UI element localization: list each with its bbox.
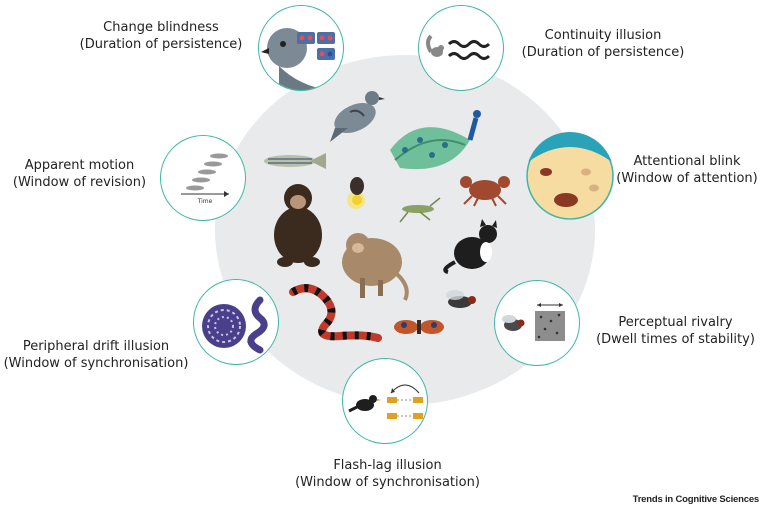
change-blindness-circle: [258, 5, 344, 91]
illusion-measure: (Window of synchronisation): [3, 356, 189, 371]
perceptual-rivalry-circle: [494, 280, 580, 366]
squirrel-icon: [426, 34, 444, 57]
bird-icon: [348, 395, 381, 413]
flash-lag-circle: [342, 358, 428, 444]
pigeon-icon: [330, 91, 385, 142]
journal-credit: Trends in Cognitive Sciences: [632, 494, 760, 505]
illusion-measure: (Window of attention): [616, 171, 758, 186]
apparent-motion-circle: Time: [160, 135, 246, 221]
illusion-measure: (Dwell times of stability): [596, 332, 755, 347]
illusion-name: Change blindness: [103, 20, 219, 35]
macaque-icon: [342, 233, 409, 301]
fly-icon: [446, 290, 476, 308]
continuity-illusion-circle: [418, 5, 504, 91]
peripheral-drift-circle: [193, 279, 279, 365]
crab-icon: [460, 176, 510, 207]
illusion-measure: (Window of revision): [12, 175, 147, 190]
butterfly-icon: [394, 320, 444, 334]
snake-coil-icon: [247, 296, 268, 354]
colored-dot-panels-icon: [297, 32, 335, 60]
illusion-name: Perceptual rivalry: [618, 315, 733, 330]
apparent-motion-label: Apparent motion (Window of revision): [2, 157, 157, 191]
zebrafish-icon: [264, 153, 326, 169]
change-blindness-label: Change blindness (Duration of persistenc…: [66, 19, 256, 53]
illusion-name: Continuity illusion: [544, 28, 662, 43]
double-arrow-icon: [537, 303, 563, 307]
attentional-blink-label: Attentional blink (Window of attention): [612, 153, 762, 187]
illusion-name: Flash-lag illusion: [333, 458, 442, 473]
peripheral-drift-label: Peripheral drift illusion (Window of syn…: [0, 338, 192, 372]
noise-patch-icon: [535, 311, 565, 341]
illusion-measure: (Duration of persistence): [79, 37, 243, 52]
rotating-disc-icon: [202, 304, 246, 348]
illusion-name: Peripheral drift illusion: [22, 339, 170, 354]
illusion-name: Attentional blink: [633, 154, 741, 169]
perceptual-rivalry-label: Perceptual rivalry (Dwell times of stabi…: [588, 314, 763, 348]
attentional-blink-circle: [526, 132, 614, 220]
grasshopper-icon: [399, 197, 441, 223]
continuity-illusion-label: Continuity illusion (Duration of persist…: [508, 27, 698, 61]
chimpanzee-icon: [274, 184, 322, 267]
time-axis-label: Time: [197, 198, 213, 205]
illusion-measure: (Duration of persistence): [521, 45, 685, 60]
wavy-stripes-icon: [447, 40, 491, 60]
snake-icon: [289, 284, 382, 342]
peacock-icon: [390, 110, 481, 170]
crab-group-icon: [540, 168, 599, 207]
fly-icon: [502, 315, 525, 331]
illusion-name: Apparent motion: [24, 158, 135, 173]
cat-icon: [443, 219, 497, 274]
illusion-measure: (Window of synchronisation): [295, 475, 480, 490]
flash-lag-label: Flash-lag illusion (Window of synchronis…: [280, 457, 495, 491]
firefly-icon: [347, 177, 365, 209]
flash-markers-icon: [387, 384, 423, 419]
fish-sequence-icon: [186, 153, 228, 191]
